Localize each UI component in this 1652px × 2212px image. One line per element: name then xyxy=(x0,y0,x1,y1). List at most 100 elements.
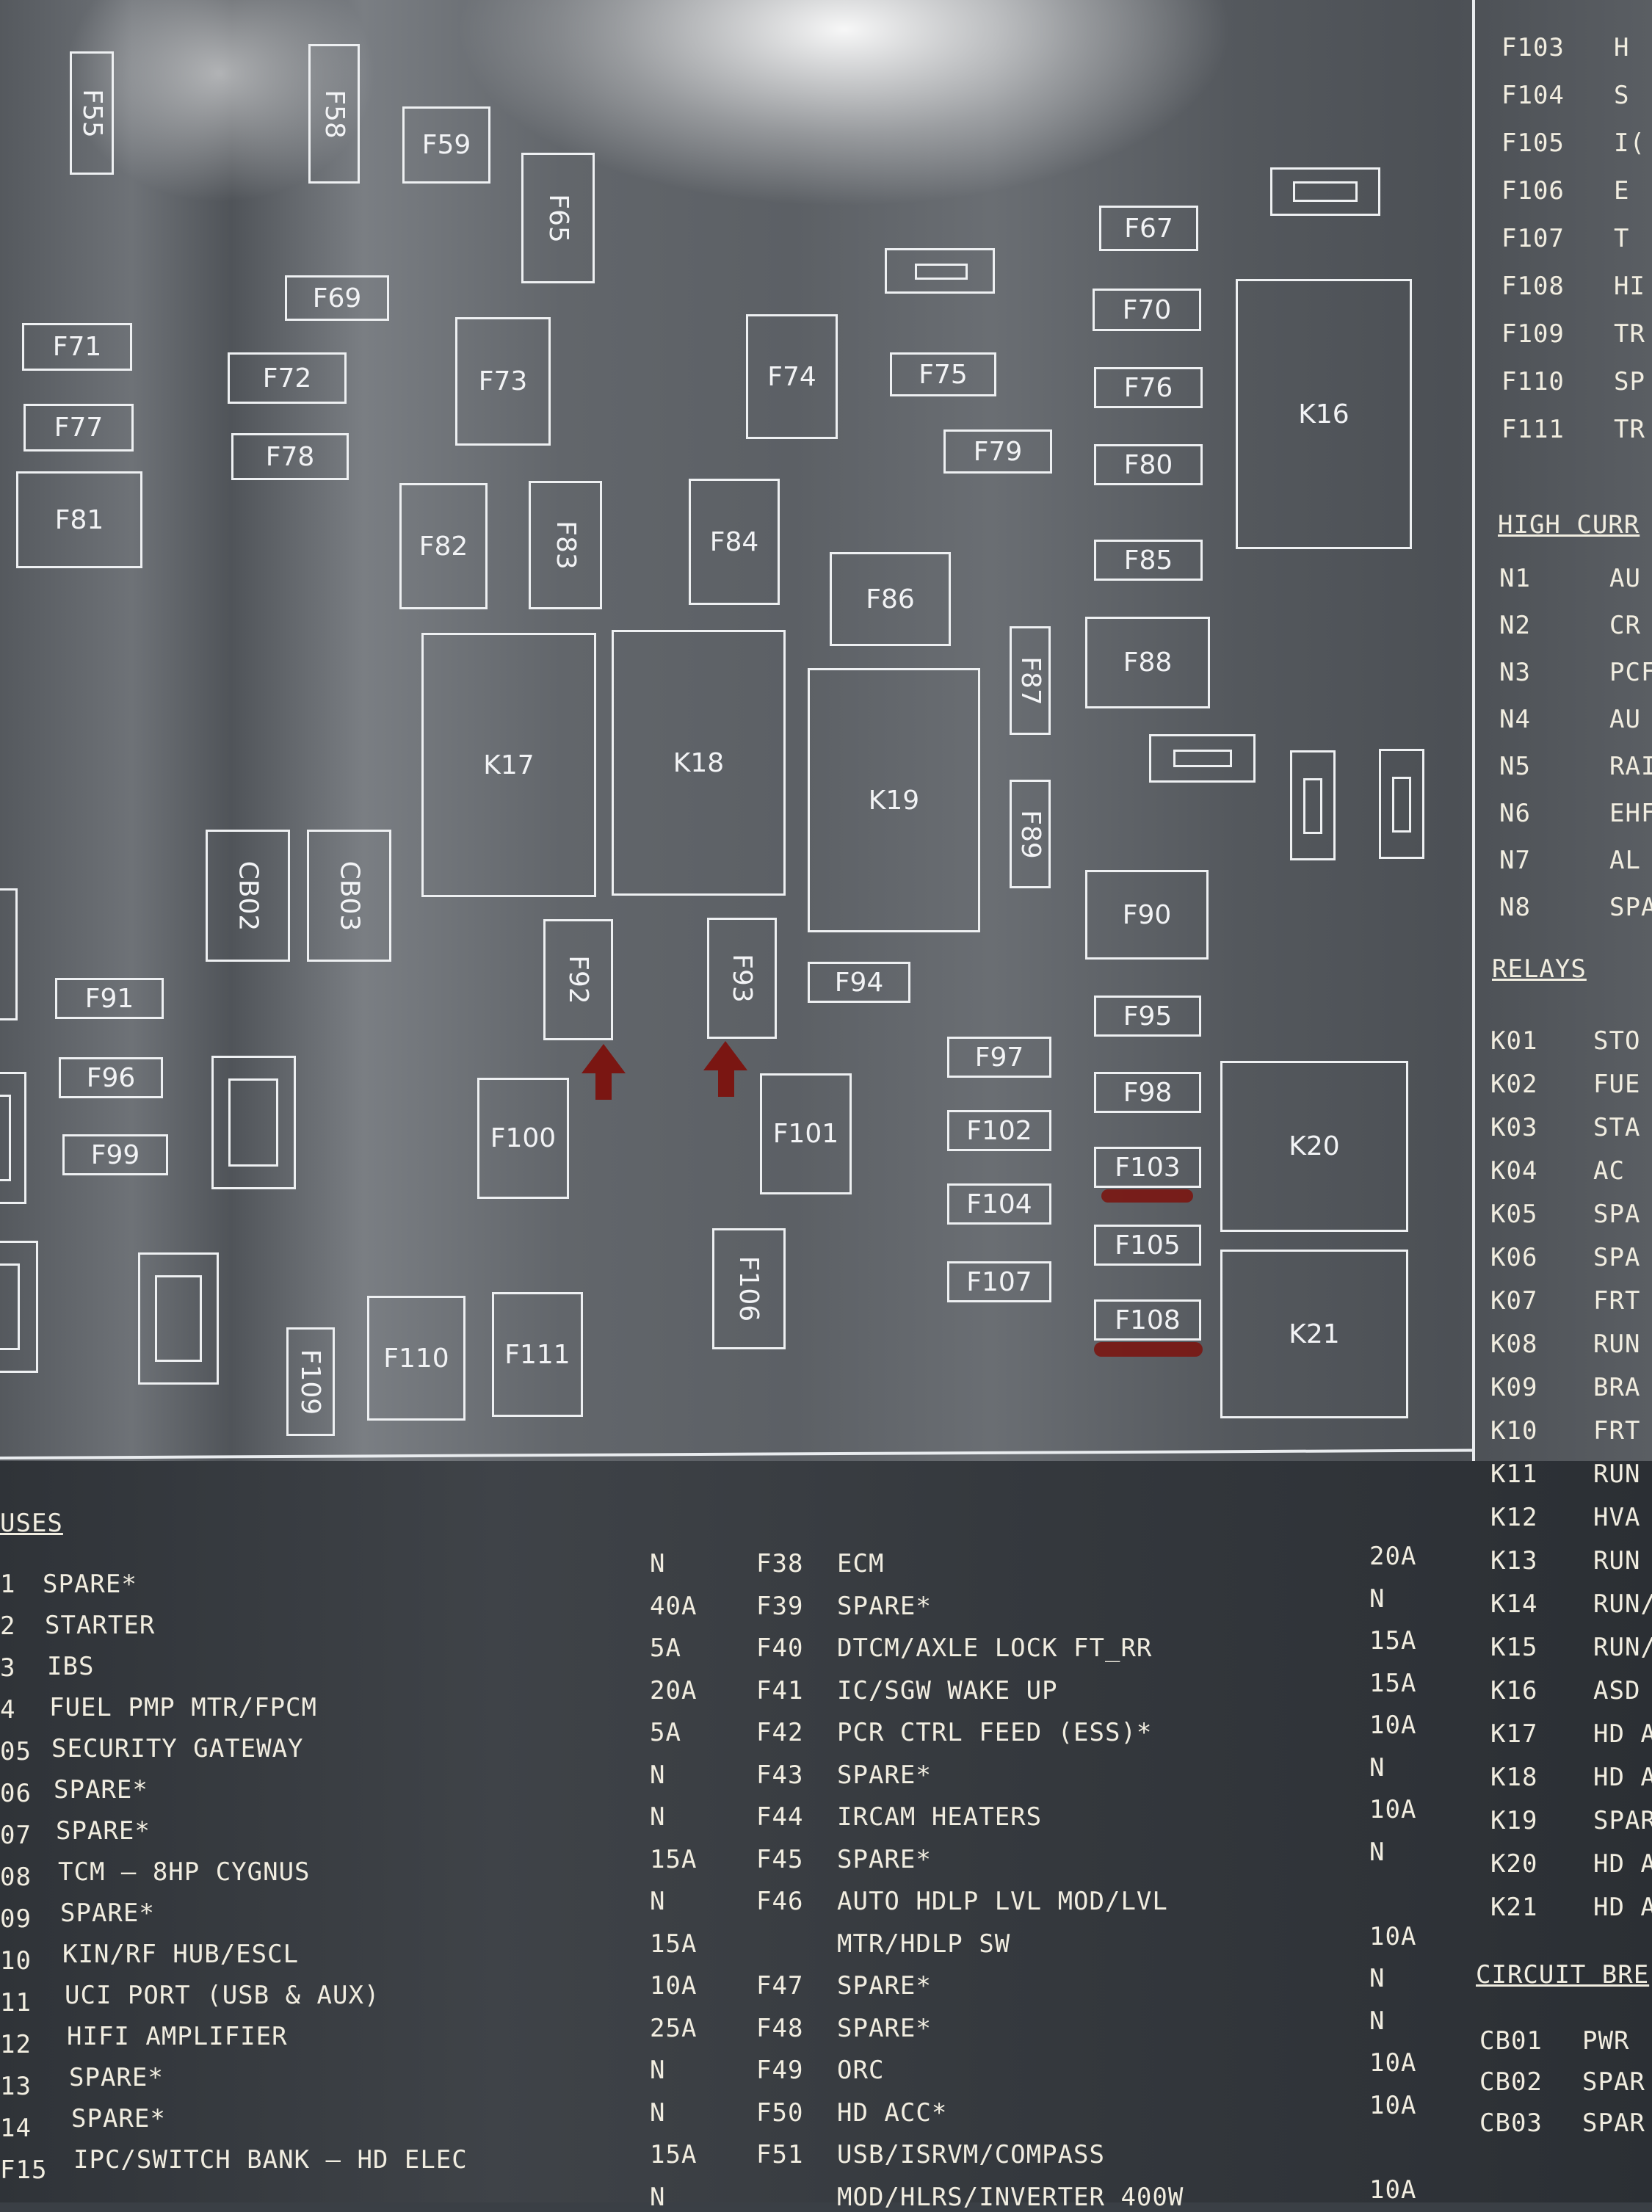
fuse-f108: F108 xyxy=(1094,1299,1201,1341)
high-current-id: N1 xyxy=(1499,564,1531,593)
relay-id: K09 xyxy=(1490,1373,1538,1402)
fuse-id: F44 xyxy=(756,1802,804,1832)
legend-id: F109 xyxy=(1501,319,1565,349)
box-label: K20 xyxy=(1289,1131,1340,1161)
fuse-rating-right: 10A xyxy=(1369,1711,1417,1740)
fuse-f107: F107 xyxy=(947,1261,1051,1302)
fuse-rating-left: N xyxy=(650,1802,666,1832)
box-label: F105 xyxy=(1115,1230,1181,1261)
high-current-id: N8 xyxy=(1499,893,1531,922)
fuse-f95: F95 xyxy=(1094,996,1201,1037)
fuse-id: F42 xyxy=(756,1718,804,1747)
fuse-f110: F110 xyxy=(367,1296,465,1421)
fuse-desc: STARTER xyxy=(45,1611,156,1640)
fuse-desc: KIN/RF HUB/ESCL xyxy=(62,1940,300,1969)
fuse-id: F49 xyxy=(756,2056,804,2085)
box-label: K17 xyxy=(483,750,535,780)
legend-desc: TR xyxy=(1614,319,1645,349)
box-label: F67 xyxy=(1124,213,1173,244)
fuse-id: F47 xyxy=(756,1971,804,2001)
fuse-f88: F88 xyxy=(1085,617,1210,708)
legend-desc: I( xyxy=(1614,128,1645,158)
high-current-desc: RAI xyxy=(1609,752,1652,781)
red-arrow-mark-stem xyxy=(595,1070,612,1100)
empty-slot xyxy=(885,248,995,294)
fuse-desc: DTCM/AXLE LOCK FT_RR xyxy=(837,1633,1153,1663)
box-label: F69 xyxy=(312,283,362,313)
fuse-rating-right: N xyxy=(1369,1837,1385,1867)
fuse-id: 10 xyxy=(0,1946,32,1976)
fuse-id: 2 xyxy=(0,1611,16,1641)
fuse-f94: F94 xyxy=(808,962,910,1003)
legend-id: F107 xyxy=(1501,224,1565,253)
high-current-desc: AU xyxy=(1609,705,1641,734)
fuse-f106: F106 xyxy=(712,1228,786,1349)
relay-id: K04 xyxy=(1490,1156,1538,1186)
fuse-rating-left: 5A xyxy=(650,1633,681,1663)
fuse-id: F46 xyxy=(756,1887,804,1916)
red-underline-mark xyxy=(1094,1342,1203,1357)
box-label: F84 xyxy=(709,526,759,557)
relay-k21: K21 xyxy=(1220,1250,1408,1418)
relay-desc: RUN/ xyxy=(1593,1589,1652,1619)
box-label: F75 xyxy=(919,359,968,390)
fuse-rating-left: 25A xyxy=(650,2013,698,2043)
empty-slot xyxy=(1149,734,1256,783)
relay-desc: HD A xyxy=(1593,1719,1652,1749)
fuse-desc: AUTO HDLP LVL MOD/LVL xyxy=(837,1887,1168,1916)
box-label: F87 xyxy=(1015,656,1046,706)
fuse-f92: F92 xyxy=(543,919,613,1040)
relay-desc: HD A xyxy=(1593,1893,1652,1922)
box-label: CB02 xyxy=(233,860,263,931)
red-underline-mark xyxy=(1101,1189,1193,1203)
fuse-rating-right: 10A xyxy=(1369,1795,1417,1824)
box-label: F83 xyxy=(550,521,581,570)
box-label: F85 xyxy=(1123,545,1173,576)
relay-id: K14 xyxy=(1490,1589,1538,1619)
relay-id: K03 xyxy=(1490,1113,1538,1142)
relay-id: K02 xyxy=(1490,1070,1538,1099)
relay-k17: K17 xyxy=(421,633,596,897)
fuse-rating-right: 15A xyxy=(1369,1668,1417,1698)
fuse-desc: HD ACC* xyxy=(837,2097,948,2128)
fuse-desc: USB/ISRVM/COMPASS xyxy=(837,2140,1105,2169)
relay-desc: FUE xyxy=(1593,1070,1641,1099)
fuse-id: 4 xyxy=(0,1695,16,1725)
relay-desc: BRA xyxy=(1593,1373,1641,1402)
fuse-rating-right: N xyxy=(1369,1964,1385,1993)
relay-id: K18 xyxy=(1490,1763,1538,1792)
fuse-desc: SPARE* xyxy=(43,1570,137,1599)
fuse-id: 11 xyxy=(0,1988,32,2017)
fuse-id: F50 xyxy=(756,2097,804,2128)
relay-desc: HVA xyxy=(1593,1503,1641,1532)
relay-desc: SPA xyxy=(1593,1200,1641,1229)
fuse-f67: F67 xyxy=(1099,206,1198,251)
fuse-desc: ECM xyxy=(837,1549,885,1578)
fuse-f99: F99 xyxy=(62,1134,168,1175)
legend-desc: T xyxy=(1614,224,1630,253)
fuse-rating-left: 15A xyxy=(650,1929,698,1959)
relay-desc: ASD xyxy=(1593,1676,1641,1705)
fuse-rating-left: 40A xyxy=(650,1591,698,1621)
panel-divider-vertical xyxy=(1472,0,1475,1461)
fuse-rating-left: N xyxy=(650,2182,666,2212)
fuse-desc: SPARE* xyxy=(837,1971,932,2001)
box-label: F76 xyxy=(1123,372,1173,403)
fuse-f84: F84 xyxy=(689,479,780,605)
relay-id: K07 xyxy=(1490,1286,1538,1316)
box-label: F98 xyxy=(1123,1077,1173,1108)
circuit-breaker-desc: PWR xyxy=(1582,2026,1630,2056)
box-label: F108 xyxy=(1115,1305,1181,1335)
box-label: F74 xyxy=(767,361,816,392)
box-label: F86 xyxy=(866,584,915,614)
high-current-id: N4 xyxy=(1499,705,1531,734)
fuse-id: F45 xyxy=(756,1844,804,1874)
fuse-f77: F77 xyxy=(23,404,134,452)
box-label: F107 xyxy=(966,1266,1032,1297)
relays-header: RELAYS xyxy=(1492,954,1587,984)
fuse-f87: F87 xyxy=(1010,626,1051,735)
relay-desc: RUN xyxy=(1593,1330,1641,1359)
fuse-f104: F104 xyxy=(947,1183,1051,1225)
fuse-f93: F93 xyxy=(707,918,777,1039)
fuse-desc: ORC xyxy=(837,2056,885,2085)
